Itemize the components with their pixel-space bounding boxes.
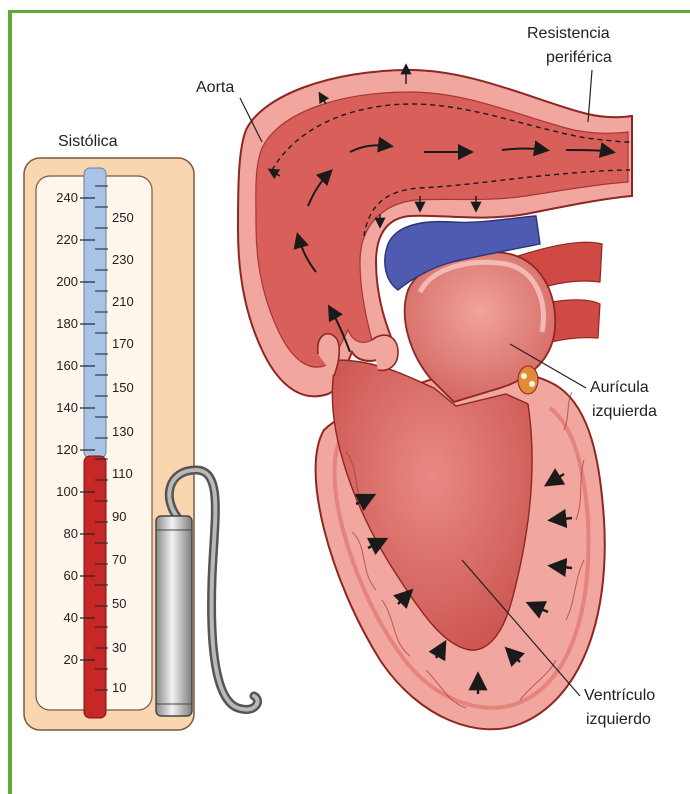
left-scale-label: 160 — [56, 358, 78, 373]
pressure-column-empty — [84, 168, 106, 458]
left-scale-label: 20 — [64, 652, 78, 667]
left-scale-label: 220 — [56, 232, 78, 247]
right-scale-label: 50 — [112, 596, 126, 611]
left-scale-label: 240 — [56, 190, 78, 205]
transducer-cylinder — [156, 516, 192, 716]
right-scale-label: 250 — [112, 210, 134, 225]
heart-illustration — [238, 66, 632, 729]
left-scale-label: 200 — [56, 274, 78, 289]
aorta-label: Aorta — [196, 79, 234, 96]
ventricle-label-line2: izquierdo — [586, 711, 651, 728]
systolic-label: Sistólica — [58, 133, 118, 150]
right-scale-label: 30 — [112, 640, 126, 655]
right-scale-label: 130 — [112, 424, 134, 439]
left-scale-label: 80 — [64, 526, 78, 541]
right-scale-label: 70 — [112, 552, 126, 567]
right-scale-label: 10 — [112, 680, 126, 695]
right-scale-label: 170 — [112, 336, 134, 351]
right-scale-label: 230 — [112, 252, 134, 267]
right-scale-label: 90 — [112, 509, 126, 524]
left-scale-label: 60 — [64, 568, 78, 583]
left-scale-label: 140 — [56, 400, 78, 415]
resistance-label-line1: Resistencia — [527, 25, 610, 42]
right-scale-label: 110 — [112, 466, 133, 481]
coronary-vessel — [518, 366, 538, 394]
right-scale-label: 150 — [112, 380, 134, 395]
left-scale-label: 100 — [56, 484, 78, 499]
pressure-transducer — [156, 470, 257, 716]
mercury-column — [84, 456, 106, 718]
atrium-label-line2: izquierda — [592, 403, 657, 420]
ventricle-label-line1: Ventrículo — [584, 687, 655, 704]
right-scale-label: 210 — [112, 294, 134, 309]
left-scale-label: 120 — [56, 442, 78, 457]
left-scale-label: 40 — [64, 610, 78, 625]
left-scale-label: 180 — [56, 316, 78, 331]
atrium-label-line1: Aurícula — [590, 379, 649, 396]
resistance-label-line2: periférica — [546, 49, 612, 66]
